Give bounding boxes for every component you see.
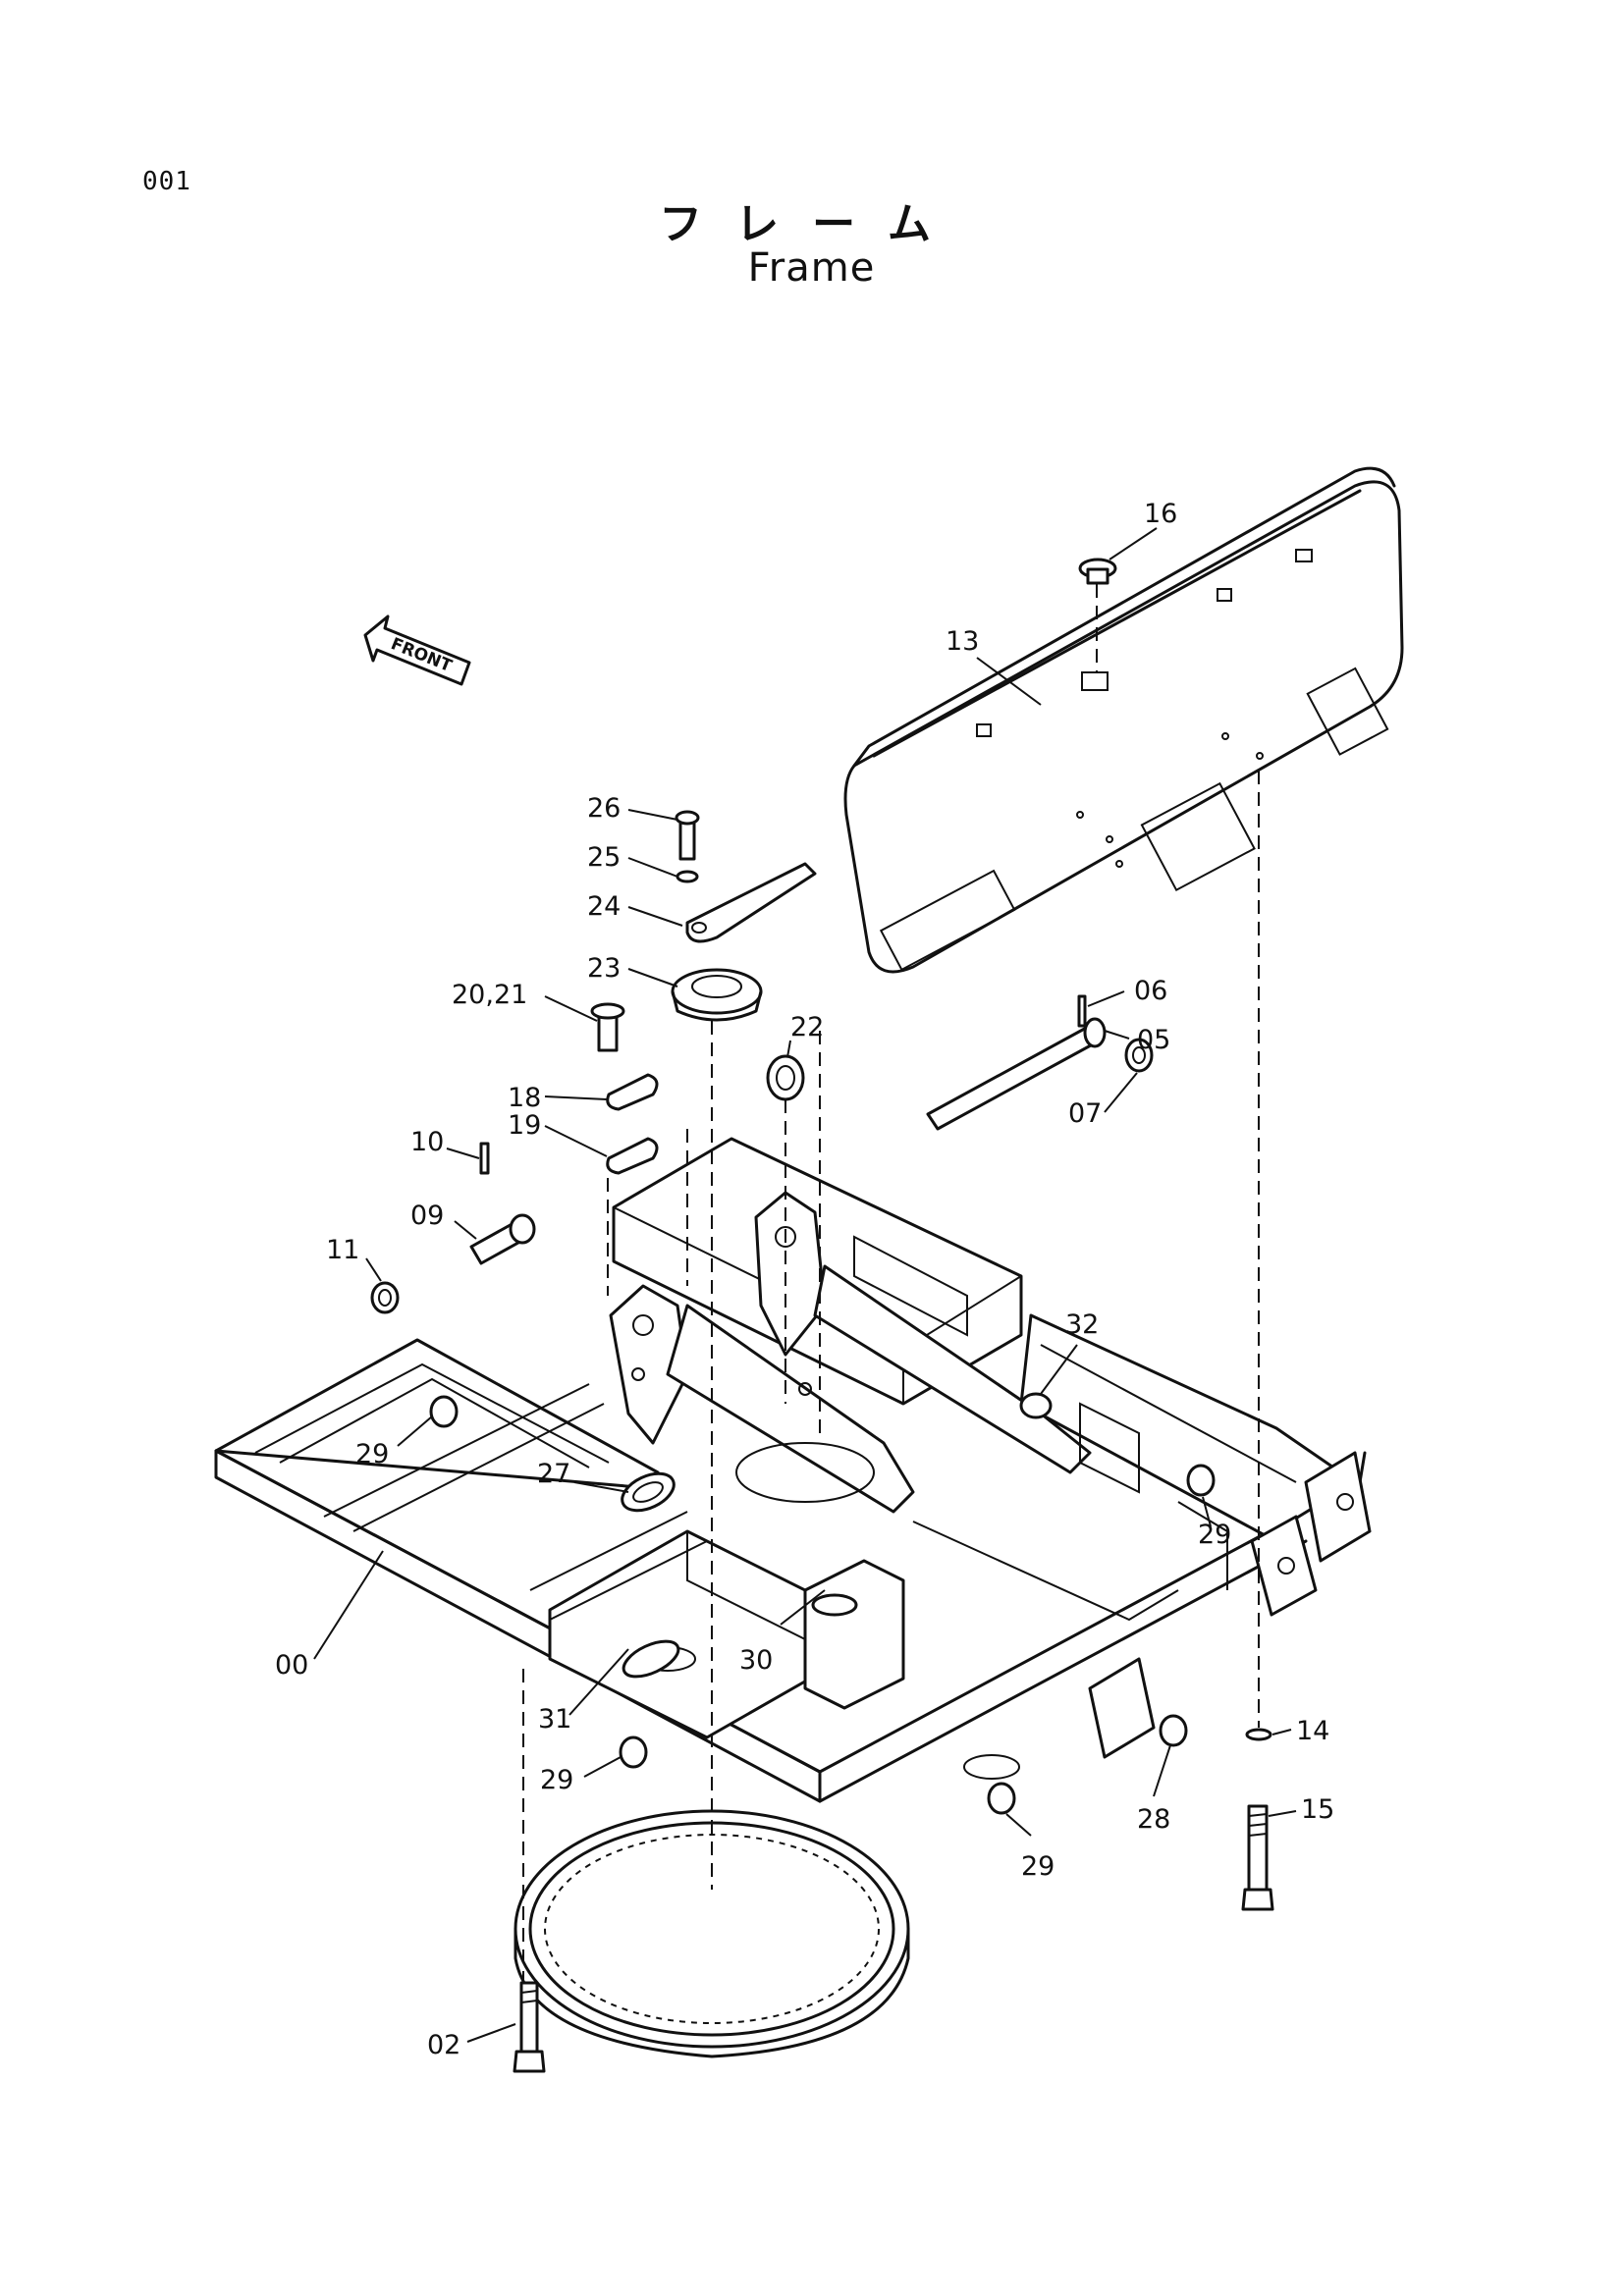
callout-05: 05 (1137, 1025, 1170, 1055)
cover-plates (590, 1002, 659, 1175)
front-arrow-icon: FRONT (363, 614, 471, 686)
leader-lines (313, 527, 1297, 2043)
grommet-22 (766, 1054, 805, 1101)
callout-29-left: 29 (355, 1439, 389, 1469)
callout-26: 26 (587, 793, 621, 824)
bolt-15 (1241, 1728, 1274, 1911)
callout-29-bottom-left: 29 (540, 1765, 573, 1795)
callout-20-21: 20,21 (452, 980, 527, 1010)
seal-23 (671, 968, 763, 1022)
counterweight (843, 466, 1404, 974)
callout-32: 32 (1065, 1309, 1099, 1340)
callout-15: 15 (1301, 1794, 1334, 1825)
callout-14: 14 (1296, 1716, 1329, 1746)
callout-06: 06 (1134, 976, 1167, 1006)
callout-18: 18 (508, 1083, 541, 1113)
callout-19: 19 (508, 1110, 541, 1141)
callout-labels: 16 13 26 25 24 23 20,21 22 06 05 18 19 0… (275, 499, 1334, 2060)
callout-23: 23 (587, 953, 621, 984)
callout-10: 10 (410, 1127, 444, 1157)
callout-31: 31 (538, 1704, 571, 1735)
callout-13: 13 (946, 626, 979, 657)
counterweight-cap-16 (1078, 558, 1117, 691)
pin-09 (370, 1142, 536, 1314)
callout-24: 24 (587, 891, 621, 922)
callout-11: 11 (326, 1235, 359, 1265)
callout-29-bottom-right: 29 (1021, 1851, 1055, 1882)
callout-25: 25 (587, 842, 621, 873)
callout-29-right: 29 (1198, 1520, 1231, 1550)
callout-02: 02 (427, 2030, 460, 2060)
alignment-lines (522, 771, 1260, 1983)
callout-22: 22 (790, 1012, 824, 1042)
callout-09: 09 (410, 1201, 444, 1231)
callout-30: 30 (739, 1645, 773, 1676)
callout-07: 07 (1068, 1098, 1102, 1129)
callout-28: 28 (1137, 1804, 1170, 1835)
pin-05 (926, 994, 1154, 1131)
page-title: Frame (747, 245, 876, 291)
page-title-japanese: フレーム (659, 199, 964, 249)
bolt-02 (513, 1981, 546, 2073)
page-number: 001 (142, 167, 191, 196)
front-label: FRONT (388, 634, 455, 676)
callout-16: 16 (1144, 499, 1177, 529)
callout-00: 00 (275, 1650, 308, 1681)
callout-27: 27 (537, 1459, 570, 1489)
bracket-24 (675, 810, 817, 943)
grommets (429, 1392, 1216, 1815)
